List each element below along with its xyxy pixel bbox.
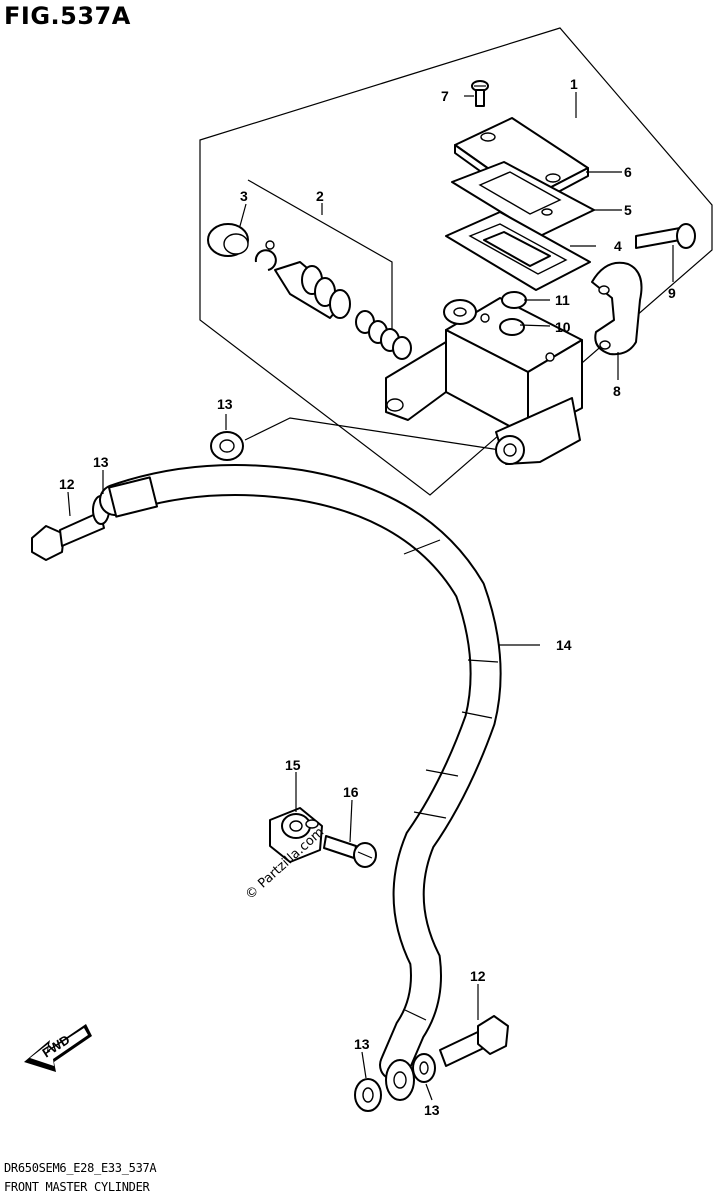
- washer-13-lower-left: [354, 1078, 382, 1112]
- callout-6: 6: [624, 164, 632, 180]
- callout-13-lower-left: 13: [354, 1036, 370, 1052]
- callout-13-left: 13: [93, 454, 109, 470]
- callout-13-lower-right: 13: [424, 1102, 440, 1118]
- callout-3: 3: [240, 188, 248, 204]
- circlip: [254, 249, 277, 271]
- callout-12-lower: 12: [470, 968, 486, 984]
- bracket-13-union: [244, 417, 501, 451]
- union-bolt-12-upper: [31, 511, 105, 561]
- callout-4: 4: [614, 238, 622, 254]
- washer-11: [501, 291, 527, 309]
- diaphragm-4: [445, 211, 591, 291]
- callout-leaders: [67, 92, 674, 1101]
- callout-9: 9: [668, 285, 676, 301]
- master-cylinder-body: [385, 297, 583, 465]
- union-bolt-12-lower: [439, 1015, 509, 1067]
- callout-12-upper: 12: [59, 476, 75, 492]
- bolt-9: [635, 223, 696, 249]
- footer-caption: FRONT MASTER CYLINDER: [4, 1180, 150, 1194]
- fwd-arrow-badge: FWD: [24, 1024, 92, 1072]
- callout-11: 11: [555, 292, 570, 308]
- washer-13-lower-right: [412, 1053, 436, 1083]
- circlip-hole: [265, 240, 275, 250]
- brake-hose-14: [99, 464, 502, 1081]
- callout-15: 15: [285, 757, 301, 773]
- callout-2: 2: [316, 188, 324, 204]
- cap-screw-7: [471, 80, 489, 107]
- clamp-8: [591, 261, 643, 356]
- callout-8: 8: [613, 383, 621, 399]
- piston-kit-2: [274, 261, 412, 360]
- footer-code: DR650SEM6_E28_E33_537A: [4, 1161, 157, 1175]
- bracket-2-3: [247, 179, 393, 330]
- callout-5: 5: [624, 202, 632, 218]
- boot-3: [207, 223, 249, 257]
- callout-13-upper: 13: [217, 396, 233, 412]
- lower-banjo-fitting: [385, 1059, 415, 1101]
- callout-10: 10: [555, 319, 571, 335]
- callout-7: 7: [441, 88, 449, 104]
- assembly-frame: [199, 27, 713, 496]
- figure-title: FIG.537A: [4, 2, 131, 30]
- washer-13-upper: [210, 431, 244, 461]
- callout-14: 14: [556, 637, 572, 653]
- callout-1: 1: [570, 76, 578, 92]
- hose-clamp-15: [269, 807, 323, 863]
- callout-16: 16: [343, 784, 359, 800]
- screw-16: [323, 835, 377, 868]
